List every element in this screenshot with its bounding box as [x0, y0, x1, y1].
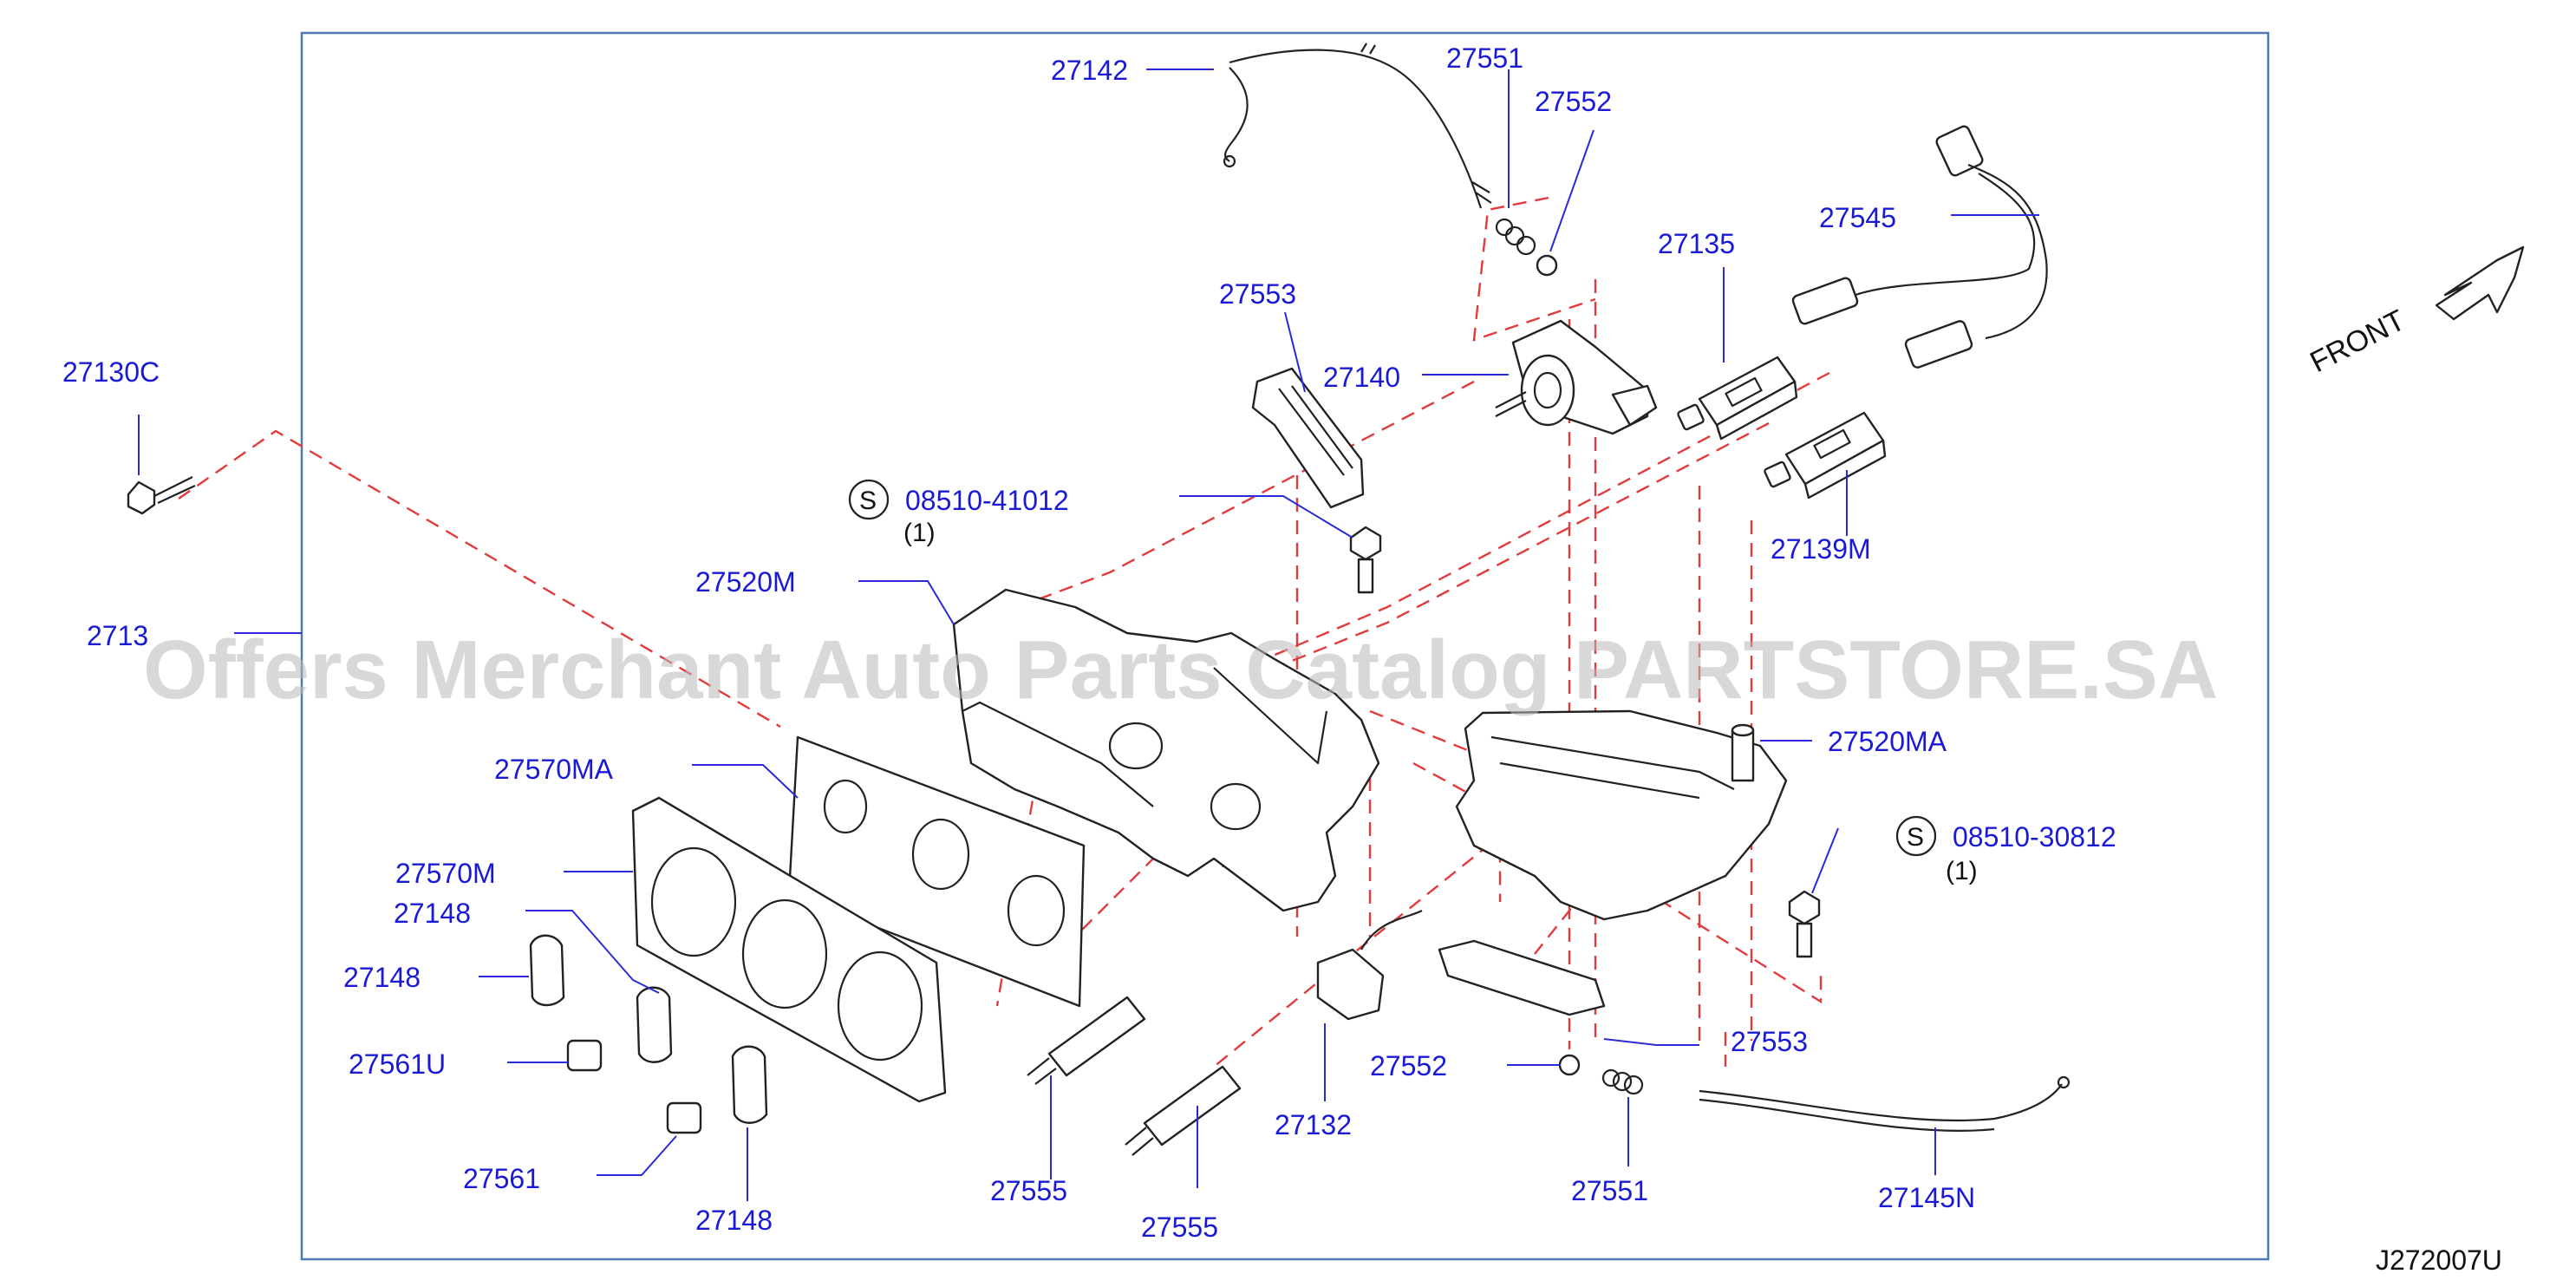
- diagram-code: J272007U: [2376, 1245, 2502, 1276]
- label-27553-top[interactable]: 27553: [1219, 278, 1296, 310]
- label-27570m[interactable]: 27570M: [395, 858, 496, 889]
- knob-27148-b: [636, 986, 673, 1063]
- switch-27132: [1316, 910, 1423, 1021]
- label-27142[interactable]: 27142: [1051, 55, 1128, 86]
- diagram-frame: [300, 31, 2270, 1261]
- label-27552-bottom[interactable]: 27552: [1370, 1050, 1447, 1081]
- label-27145n[interactable]: 27145N: [1878, 1182, 1975, 1213]
- label-27555-b[interactable]: 27555: [1141, 1212, 1218, 1243]
- bolt-08510-30812: [1788, 890, 1821, 958]
- label-27545[interactable]: 27545: [1819, 202, 1896, 233]
- qty-08510-41012: (1): [903, 519, 936, 547]
- label-27135[interactable]: 27135: [1658, 228, 1735, 259]
- lever-27520ma: [1455, 709, 1788, 921]
- bezel-27570m: [631, 796, 947, 1103]
- s-mark-30812-text: S: [1907, 823, 1924, 852]
- screw-27130c: [127, 476, 196, 515]
- link-27553-bottom: [1438, 939, 1606, 1016]
- qty-08510-30812: (1): [1946, 857, 1978, 885]
- motor-27140: [1495, 319, 1658, 435]
- s-mark-30812: [1895, 815, 1937, 857]
- label-27551-top[interactable]: 27551: [1446, 42, 1523, 74]
- label-27148-b[interactable]: 27148: [343, 962, 421, 993]
- bolt-08510-41012: [1349, 526, 1382, 594]
- spring-27551-top: [1495, 218, 1536, 256]
- clip-27561u: [566, 1039, 603, 1072]
- part-labels: 27142 27551 27552 27545 27135 27553 2714…: [62, 42, 2116, 1243]
- label-2713x[interactable]: 2713: [87, 620, 148, 651]
- watermark: Offers Merchant Auto Parts Catalog PARTS…: [143, 624, 2218, 716]
- label-27130c[interactable]: 27130C: [62, 356, 160, 388]
- knob-27148-a: [529, 934, 565, 1007]
- front-label: FRONT: [2305, 304, 2410, 379]
- label-27561[interactable]: 27561: [463, 1163, 540, 1194]
- s-mark-41012-text: S: [859, 487, 877, 515]
- label-27561u[interactable]: 27561U: [349, 1049, 446, 1080]
- relay-27139m: [1764, 411, 1887, 500]
- housing-27520m: [952, 588, 1380, 912]
- label-27570ma[interactable]: 27570MA: [494, 754, 614, 785]
- front-arrow-icon: [2435, 245, 2525, 321]
- ball-27552-bottom: [1558, 1054, 1581, 1076]
- label-27139m[interactable]: 27139M: [1771, 533, 1871, 565]
- label-27552-top[interactable]: 27552: [1535, 86, 1612, 117]
- harness-27545: [1791, 125, 2048, 369]
- leader-lines: [138, 69, 2039, 1201]
- cable-27142: [1223, 42, 1492, 209]
- label-27553-bottom[interactable]: 27553: [1731, 1026, 1808, 1057]
- label-08510-41012[interactable]: 08510-41012: [905, 485, 1069, 516]
- label-27555-a[interactable]: 27555: [990, 1175, 1067, 1206]
- cable-27145n: [1699, 1075, 2071, 1132]
- front-direction-indicator: FRONT: [2305, 245, 2525, 379]
- label-27140[interactable]: 27140: [1323, 362, 1400, 393]
- plate-27570ma: [787, 735, 1086, 1008]
- bulb-27555-b: [1125, 1065, 1242, 1156]
- knob-27148-c: [731, 1045, 768, 1124]
- label-27148-a[interactable]: 27148: [394, 898, 471, 929]
- label-27132[interactable]: 27132: [1275, 1109, 1352, 1140]
- bulb-27555-a: [1027, 996, 1146, 1085]
- label-08510-30812[interactable]: 08510-30812: [1953, 821, 2116, 853]
- s-mark-41012: [848, 479, 890, 520]
- resistor-27135: [1677, 356, 1798, 441]
- clip-27561: [666, 1101, 702, 1134]
- label-27551-bottom[interactable]: 27551: [1571, 1175, 1648, 1206]
- label-27520ma[interactable]: 27520MA: [1828, 726, 1947, 757]
- label-27520m[interactable]: 27520M: [695, 566, 796, 598]
- label-27148-c[interactable]: 27148: [695, 1205, 773, 1236]
- spring-27551-bottom: [1601, 1068, 1644, 1095]
- ball-27552-top: [1536, 254, 1558, 277]
